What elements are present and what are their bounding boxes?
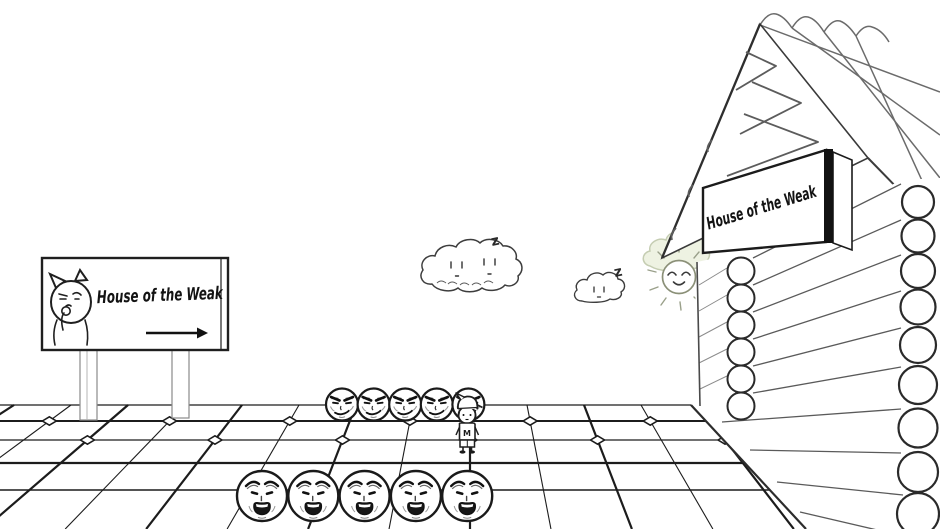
corner-log-ends: [726, 256, 756, 421]
smug-meme-face[interactable]: [324, 387, 360, 422]
player-shirt-letter: M: [463, 429, 471, 438]
roof-logs: [759, 12, 940, 221]
sleep-z-mark: z: [613, 264, 624, 281]
sleep-z-mark: z: [490, 233, 501, 250]
cloud-face-small: [593, 286, 605, 298]
smug-meme-face[interactable]: [356, 387, 391, 422]
side-wall: [698, 267, 728, 390]
right-log-ends: [895, 184, 940, 529]
player-face: [457, 411, 477, 421]
cat-mascot: [48, 267, 92, 346]
cloud-face-right: [483, 258, 496, 275]
cat-head: [50, 280, 92, 324]
player-character[interactable]: M: [455, 392, 483, 454]
house-base-edge: [690, 404, 807, 529]
shocked-faces-row[interactable]: [235, 469, 494, 523]
cat-ear-right: [73, 267, 89, 283]
cat-face: [58, 291, 82, 307]
shocked-meme-face[interactable]: [389, 469, 443, 523]
shocked-meme-face[interactable]: [286, 469, 340, 523]
cloud-face-left: [450, 261, 463, 277]
log-cabin-house[interactable]: House of the Weak: [660, 12, 940, 529]
gable-log-ends: [670, 51, 819, 241]
shocked-meme-face[interactable]: [440, 469, 494, 523]
left-signpost: House of the Weak: [40, 256, 230, 421]
smug-meme-face[interactable]: [419, 387, 455, 422]
big-sleeping-cloud: z: [420, 233, 523, 293]
smug-meme-face[interactable]: [387, 387, 423, 422]
signpost-legs: [79, 349, 190, 421]
player-cap: [457, 395, 479, 410]
house-sign: House of the Weak: [701, 148, 853, 255]
sun-face: [667, 271, 691, 286]
arrow-right-icon: [146, 327, 208, 339]
shocked-meme-face[interactable]: [338, 469, 391, 523]
signpost-text: House of the Weak: [97, 284, 225, 308]
player-shirt: [458, 422, 476, 441]
shocked-meme-face[interactable]: [235, 469, 289, 523]
small-sleeping-cloud: z: [573, 264, 626, 304]
sun: [647, 244, 711, 311]
wall-logs: [721, 183, 904, 529]
player-head: [457, 405, 477, 425]
